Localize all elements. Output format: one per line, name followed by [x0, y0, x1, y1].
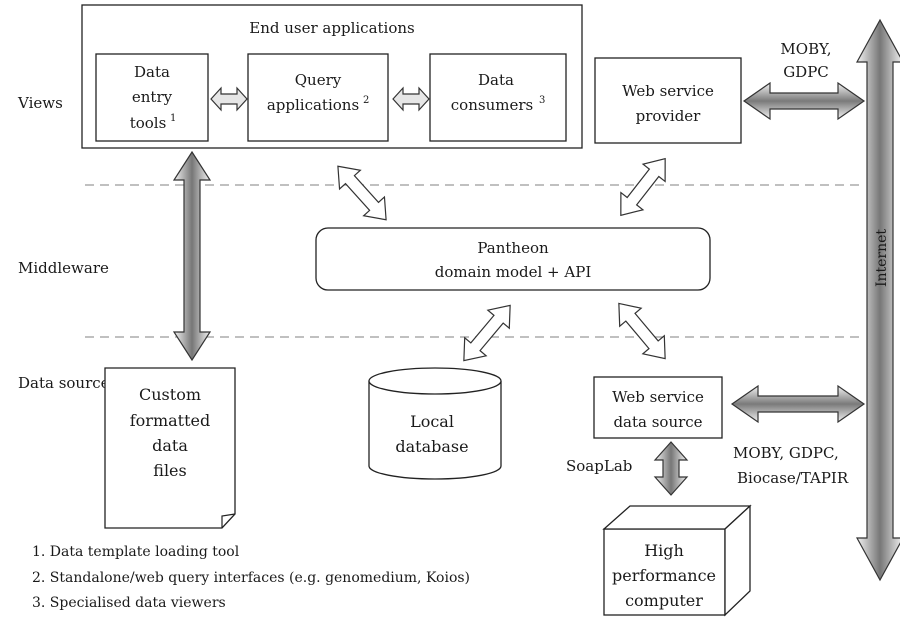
arrow-entry-query [210, 86, 248, 112]
data-entry-tools-box [95, 53, 209, 142]
protocol-label-bottom-2: Biocase/TAPIR [737, 469, 849, 487]
arrow-apps-pantheon [337, 165, 387, 221]
arrow-datasource-internet [730, 384, 866, 424]
local-database-line2: database [395, 437, 468, 456]
web-service-provider-line1: Web service [622, 82, 714, 100]
internet-label: Internet [874, 229, 890, 287]
footnote-2: 2. Standalone/web query interfaces (e.g.… [32, 570, 470, 586]
data-entry-tools-line3: tools [130, 114, 167, 132]
layer-label-middleware: Middleware [18, 259, 109, 277]
arrow-provider-internet [742, 81, 866, 121]
data-consumers-footnote-mark: 3 [539, 95, 545, 106]
custom-files-line2: formatted [130, 411, 210, 430]
protocol-label-top-1: MOBY, [780, 40, 831, 58]
query-applications-line2: applications [267, 96, 359, 114]
arrow-query-consumers [392, 86, 430, 112]
pantheon-box [315, 227, 711, 291]
hpc-line3: computer [625, 591, 703, 610]
web-service-data-source-box [593, 376, 723, 439]
arrow-pantheon-datasource [618, 302, 666, 360]
soaplab-label: SoapLab [566, 457, 632, 475]
layer-label-data-sources: Data sources [18, 374, 117, 392]
footnote-3: 3. Specialised data viewers [32, 595, 226, 611]
data-entry-tools-footnote-mark: 1 [170, 113, 176, 124]
data-consumers-line2: consumers [451, 96, 533, 114]
query-applications-footnote-mark: 2 [363, 95, 369, 106]
local-database-cylinder [368, 367, 502, 480]
hpc-box [602, 504, 752, 617]
hpc-line2: performance [612, 566, 716, 585]
protocol-label-top-2: GDPC [783, 63, 829, 81]
custom-files-line1: Custom [139, 385, 201, 404]
data-entry-tools-line2: entry [132, 88, 173, 106]
layer-label-views: Views [17, 94, 63, 112]
arrow-datasource-hpc [653, 441, 689, 496]
data-consumers-box [429, 53, 567, 142]
protocol-label-bottom-1: MOBY, GDPC, [733, 444, 839, 462]
web-service-provider-box [594, 57, 742, 144]
query-applications-line1: Query [295, 71, 342, 89]
internet-arrow [855, 18, 900, 582]
pantheon-line2: domain model + API [435, 263, 592, 281]
arrow-entry-customfiles [172, 150, 212, 362]
pantheon-line1: Pantheon [477, 239, 549, 257]
hpc-line1: High [644, 541, 684, 560]
data-entry-tools-line1: Data [134, 63, 170, 81]
web-service-provider-line2: provider [636, 107, 702, 125]
web-service-data-source-line1: Web service [612, 388, 704, 406]
arrow-pantheon-localdb [463, 304, 511, 362]
footnote-1: 1. Data template loading tool [32, 544, 240, 560]
arrow-provider-pantheon [620, 157, 666, 217]
local-database-line1: Local [410, 412, 454, 431]
custom-files-line4: files [153, 461, 186, 480]
custom-files-fold [221, 513, 236, 528]
query-applications-box [247, 53, 389, 142]
custom-files-line3: data [152, 436, 188, 455]
custom-files-document [104, 367, 236, 529]
data-consumers-line1: Data [478, 71, 514, 89]
end-user-applications-title: End user applications [249, 19, 414, 37]
web-service-data-source-line2: data source [613, 413, 702, 431]
